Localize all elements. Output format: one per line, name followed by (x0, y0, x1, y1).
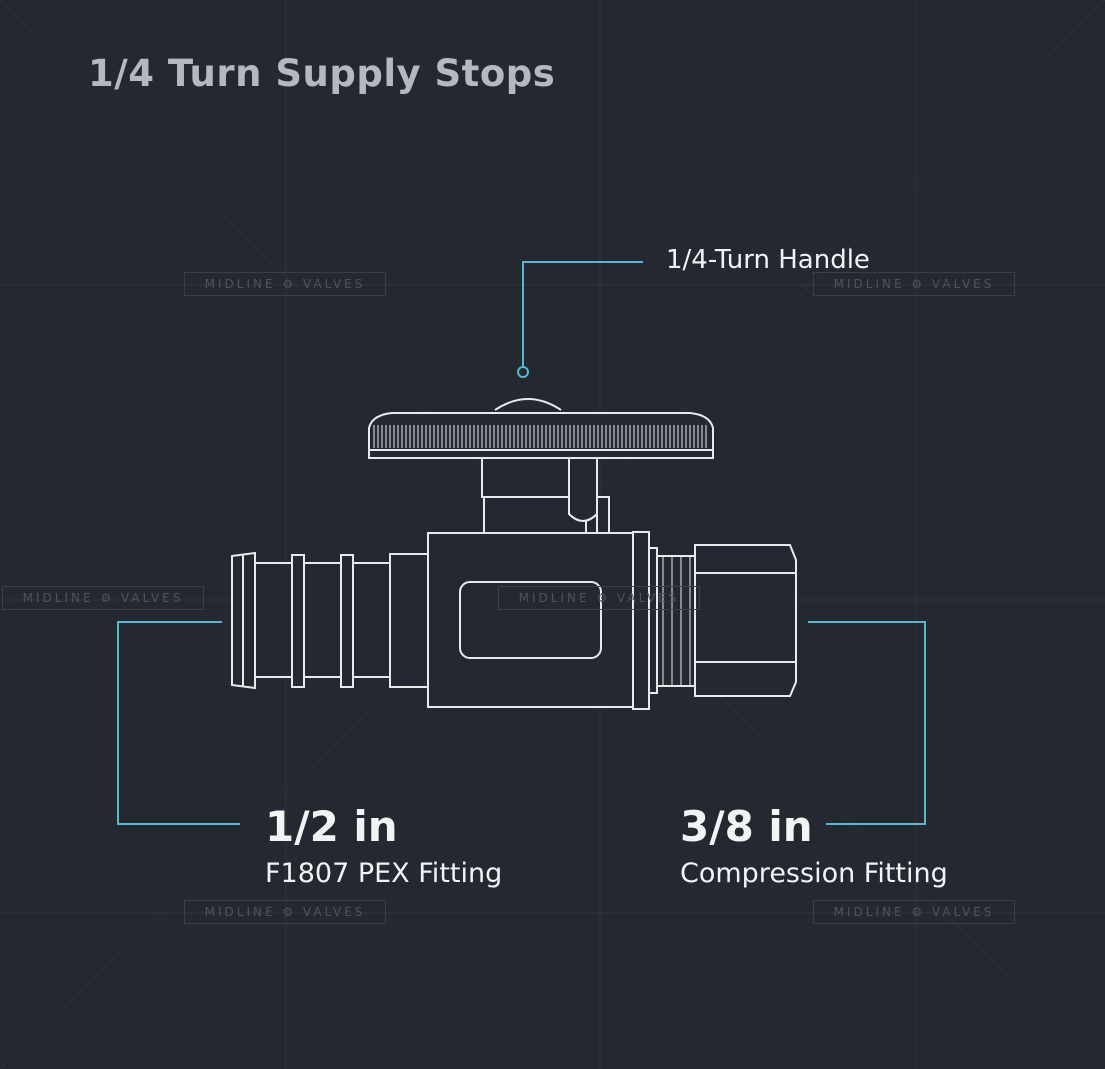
handle-cap (368, 412, 714, 459)
right-leader (808, 621, 926, 825)
pex-ring (340, 554, 354, 688)
watermark: MIDLINE ⚙ VALVES (813, 272, 1015, 296)
left-fitting-type: F1807 PEX Fitting (265, 858, 503, 889)
handle-leader-dot (517, 366, 529, 378)
handle-leader (522, 261, 643, 372)
right-size: 3/8 in (680, 802, 813, 851)
body-window (459, 581, 602, 659)
watermark: MIDLINE ⚙ VALVES (2, 586, 204, 610)
compression-nut (694, 544, 797, 697)
handle-dome (494, 398, 562, 411)
flange (632, 531, 650, 710)
page-title: 1/4 Turn Supply Stops (88, 52, 556, 95)
thread-collar (648, 547, 658, 694)
watermark: MIDLINE ⚙ VALVES (184, 272, 386, 296)
watermark: MIDLINE ⚙ VALVES (184, 900, 386, 924)
callout-lines (117, 261, 926, 825)
pex-step (389, 553, 429, 688)
pex-ring (291, 554, 305, 688)
watermark: MIDLINE ⚙ VALVES (498, 586, 700, 610)
left-leader (117, 621, 240, 825)
handle-label: 1/4-Turn Handle (666, 245, 870, 275)
left-size: 1/2 in (265, 802, 398, 851)
right-fitting-type: Compression Fitting (680, 858, 948, 889)
stop-block (596, 496, 610, 534)
pex-pipe (254, 562, 391, 678)
handle-pin (568, 457, 598, 522)
watermark: MIDLINE ⚙ VALVES (813, 900, 1015, 924)
